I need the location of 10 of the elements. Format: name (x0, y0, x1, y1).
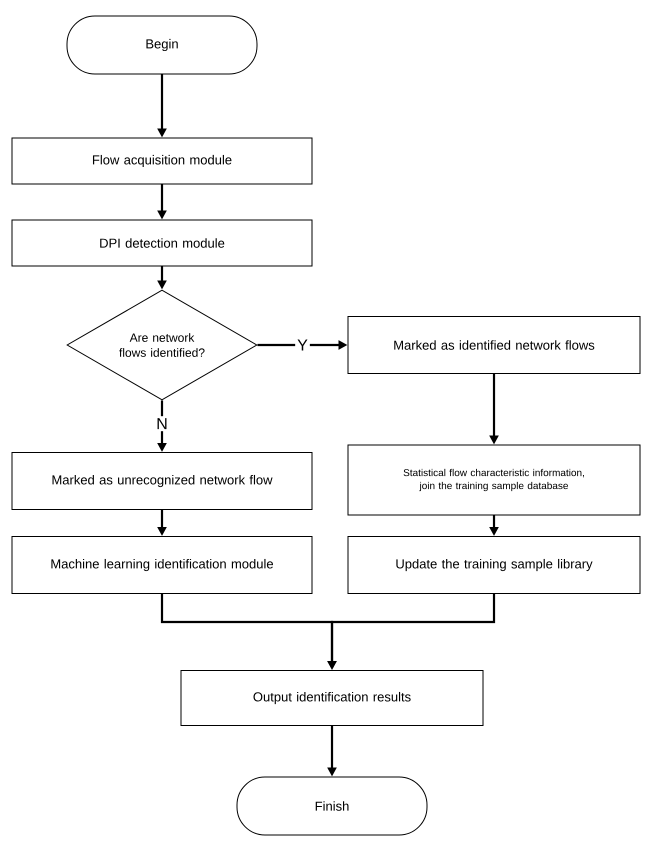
process-box: DPI detection module (12, 220, 312, 266)
process-box: Update the training sample library (348, 536, 640, 594)
edge-label: Y (295, 338, 310, 352)
edge-label: N (154, 416, 170, 432)
process-box: Machine learning identification module (12, 536, 312, 594)
process-box: Flow acquisition module (12, 138, 312, 184)
process-box: Output identification results (180, 670, 484, 726)
process-box: Statistical flow characteristic information, join the training sample database (348, 444, 640, 516)
process-box: Marked as identified network flows (348, 316, 640, 374)
process-box: Marked as unrecognized network flow (12, 452, 312, 510)
